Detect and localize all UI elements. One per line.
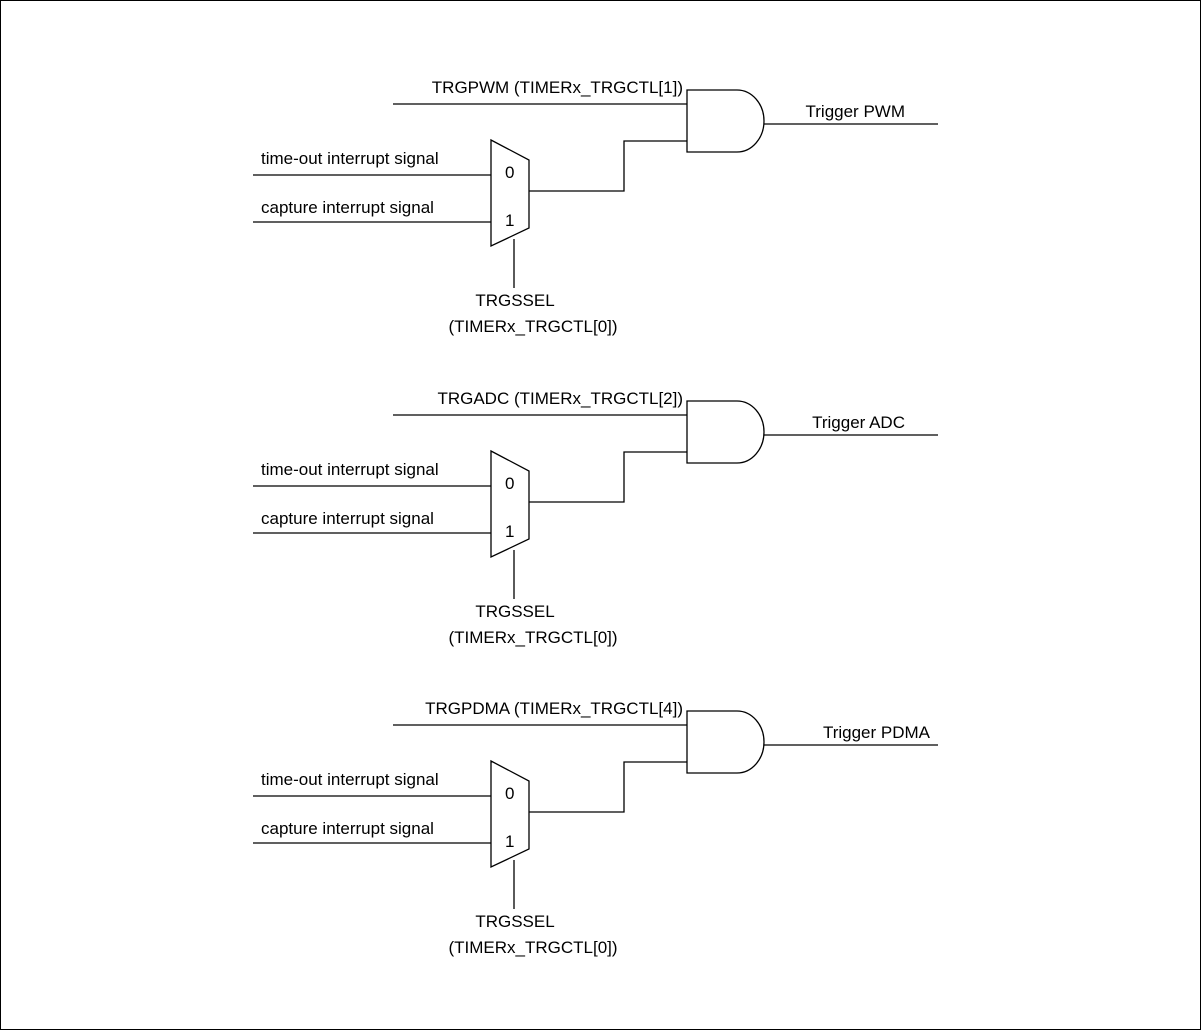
trigger-block-pdma: TRGPDMA (TIMERx_TRGCTL[4]) Trigger PDMA …	[253, 699, 938, 957]
enable-label: TRGADC (TIMERx_TRGCTL[2])	[437, 389, 683, 408]
output-label: Trigger PWM	[806, 102, 906, 121]
input0-label: time-out interrupt signal	[261, 149, 439, 168]
mux-input1-label: 1	[505, 211, 514, 230]
input1-label: capture interrupt signal	[261, 509, 434, 528]
select-label: TRGSSEL	[475, 291, 554, 310]
mux	[490, 138, 530, 248]
trigger-block-adc: TRGADC (TIMERx_TRGCTL[2]) Trigger ADC ti…	[253, 389, 938, 647]
input0-label: time-out interrupt signal	[261, 460, 439, 479]
output-label: Trigger ADC	[812, 413, 905, 432]
enable-label: TRGPWM (TIMERx_TRGCTL[1])	[432, 78, 683, 97]
mux-input0-label: 0	[505, 474, 514, 493]
mux-input1-label: 1	[505, 522, 514, 541]
mux	[490, 449, 530, 559]
trigger-block-pwm: TRGPWM (TIMERx_TRGCTL[1]) Trigger PWM ti…	[253, 78, 938, 336]
mux-input1-label: 1	[505, 832, 514, 851]
mux-to-gate-wire	[529, 451, 687, 503]
mux-to-gate-wire	[529, 761, 687, 813]
mux	[490, 759, 530, 869]
select-register-label: (TIMERx_TRGCTL[0])	[448, 317, 617, 336]
select-label: TRGSSEL	[475, 912, 554, 931]
mux-input0-label: 0	[505, 163, 514, 182]
select-register-label: (TIMERx_TRGCTL[0])	[448, 938, 617, 957]
select-register-label: (TIMERx_TRGCTL[0])	[448, 628, 617, 647]
select-label: TRGSSEL	[475, 602, 554, 621]
and-gate	[686, 89, 765, 153]
and-gate	[686, 400, 765, 464]
mux-input0-label: 0	[505, 784, 514, 803]
mux-to-gate-wire	[529, 140, 687, 192]
output-label: Trigger PDMA	[823, 723, 931, 742]
enable-label: TRGPDMA (TIMERx_TRGCTL[4])	[425, 699, 683, 718]
input0-label: time-out interrupt signal	[261, 770, 439, 789]
input1-label: capture interrupt signal	[261, 198, 434, 217]
and-gate	[686, 710, 765, 774]
input1-label: capture interrupt signal	[261, 819, 434, 838]
